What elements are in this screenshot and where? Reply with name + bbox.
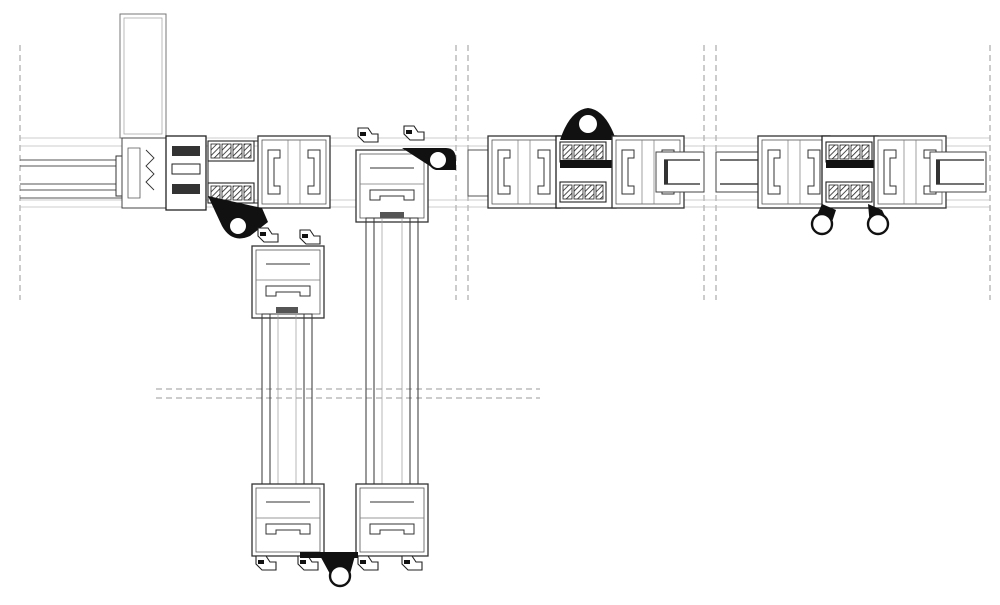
vertical-stacked-sashes-section xyxy=(251,125,456,588)
dashed-guide-lines xyxy=(19,45,991,399)
mullion-junction-with-lug-section xyxy=(467,108,705,209)
corner-junction-section xyxy=(20,13,331,239)
mullion-junction-with-rollers-section xyxy=(715,135,987,236)
